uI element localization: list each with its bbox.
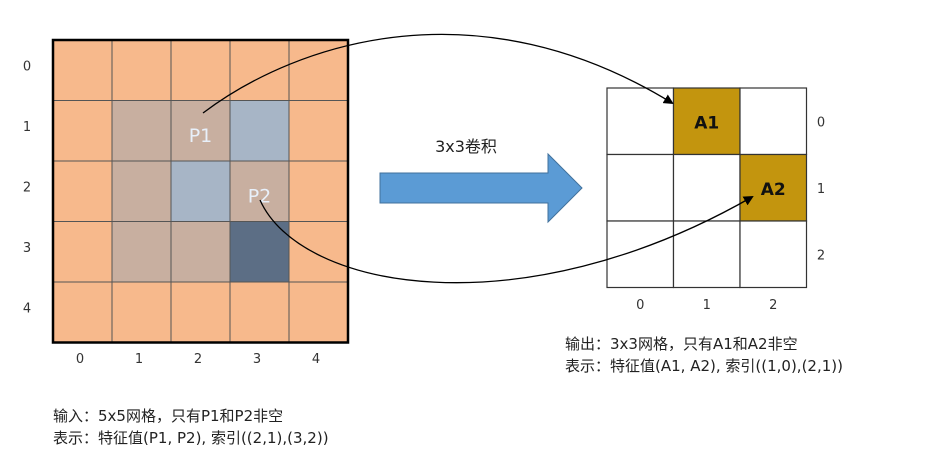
output-cell <box>672 220 741 289</box>
input-cell <box>229 160 290 222</box>
input-col-label: 3 <box>253 352 261 367</box>
input-cell <box>52 100 113 162</box>
input-col-label: 1 <box>135 352 143 367</box>
output-row-labels: 0 1 2 <box>817 115 825 263</box>
output-cell <box>739 87 808 156</box>
input-col-label: 0 <box>76 352 84 367</box>
a2-label: A2 <box>761 180 786 200</box>
output-cell <box>606 153 675 222</box>
input-cell <box>288 281 349 343</box>
input-cell <box>111 100 172 162</box>
p2-to-a2-curve <box>259 196 754 284</box>
input-row-label: 1 <box>23 120 31 135</box>
input-grid-border <box>51 38 350 344</box>
input-caption: 输入：5x5网格，只有P1和P2非空 表示：特征值(P1, P2), 索引((2… <box>53 405 329 449</box>
input-cell <box>229 221 290 283</box>
p1-label: P1 <box>189 125 213 147</box>
input-cell <box>170 100 231 162</box>
input-row-label: 4 <box>23 301 31 316</box>
input-row-label: 2 <box>23 180 31 195</box>
input-cell <box>111 39 172 101</box>
input-cell <box>288 39 349 101</box>
input-cell <box>170 160 231 222</box>
input-col-label: 2 <box>194 352 202 367</box>
input-cell <box>111 281 172 343</box>
output-col-labels: 0 1 2 <box>636 298 777 313</box>
input-row-label: 0 <box>23 59 31 74</box>
input-cell <box>229 39 290 101</box>
output-caption-line-1: 输出：3x3网格，只有A1和A2非空 <box>565 335 798 353</box>
input-cell <box>288 221 349 283</box>
output-row-label: 1 <box>817 182 825 197</box>
input-cell <box>52 160 113 222</box>
input-col-labels: 0 1 2 3 4 <box>76 352 320 367</box>
input-caption-line-1: 输入：5x5网格，只有P1和P2非空 <box>53 407 284 425</box>
input-cell <box>52 221 113 283</box>
input-cell <box>52 39 113 101</box>
output-col-label: 1 <box>703 298 711 313</box>
output-cell <box>739 220 808 289</box>
output-cell <box>672 87 741 156</box>
output-cell <box>606 220 675 289</box>
input-cell <box>52 281 113 343</box>
arrow-label: 3x3卷积 <box>435 137 497 156</box>
convolution-arrow <box>379 152 583 224</box>
output-row-label: 0 <box>817 115 825 130</box>
p2-label: P2 <box>248 185 272 207</box>
output-row-label: 2 <box>817 248 825 263</box>
input-row-label: 3 <box>23 241 31 256</box>
input-cell <box>170 221 231 283</box>
input-cell <box>229 281 290 343</box>
input-cell <box>288 160 349 222</box>
output-caption: 输出：3x3网格，只有A1和A2非空 表示：特征值(A1, A2), 索引((1… <box>565 333 843 377</box>
input-row-labels: 0 1 2 3 4 <box>23 59 31 316</box>
input-cell <box>229 100 290 162</box>
input-cell <box>111 221 172 283</box>
output-col-label: 2 <box>769 298 777 313</box>
output-cell <box>672 153 741 222</box>
p1-to-a1-curve <box>202 33 674 114</box>
input-cell <box>288 100 349 162</box>
input-cell <box>170 39 231 101</box>
input-caption-line-2: 表示：特征值(P1, P2), 索引((2,1),(3,2)) <box>53 429 329 447</box>
output-caption-line-2: 表示：特征值(A1, A2), 索引((1,0),(2,1)) <box>565 357 843 375</box>
input-cell <box>111 160 172 222</box>
a1-label: A1 <box>694 113 719 133</box>
output-col-label: 0 <box>636 298 644 313</box>
input-col-label: 4 <box>312 352 320 367</box>
input-cell <box>170 281 231 343</box>
